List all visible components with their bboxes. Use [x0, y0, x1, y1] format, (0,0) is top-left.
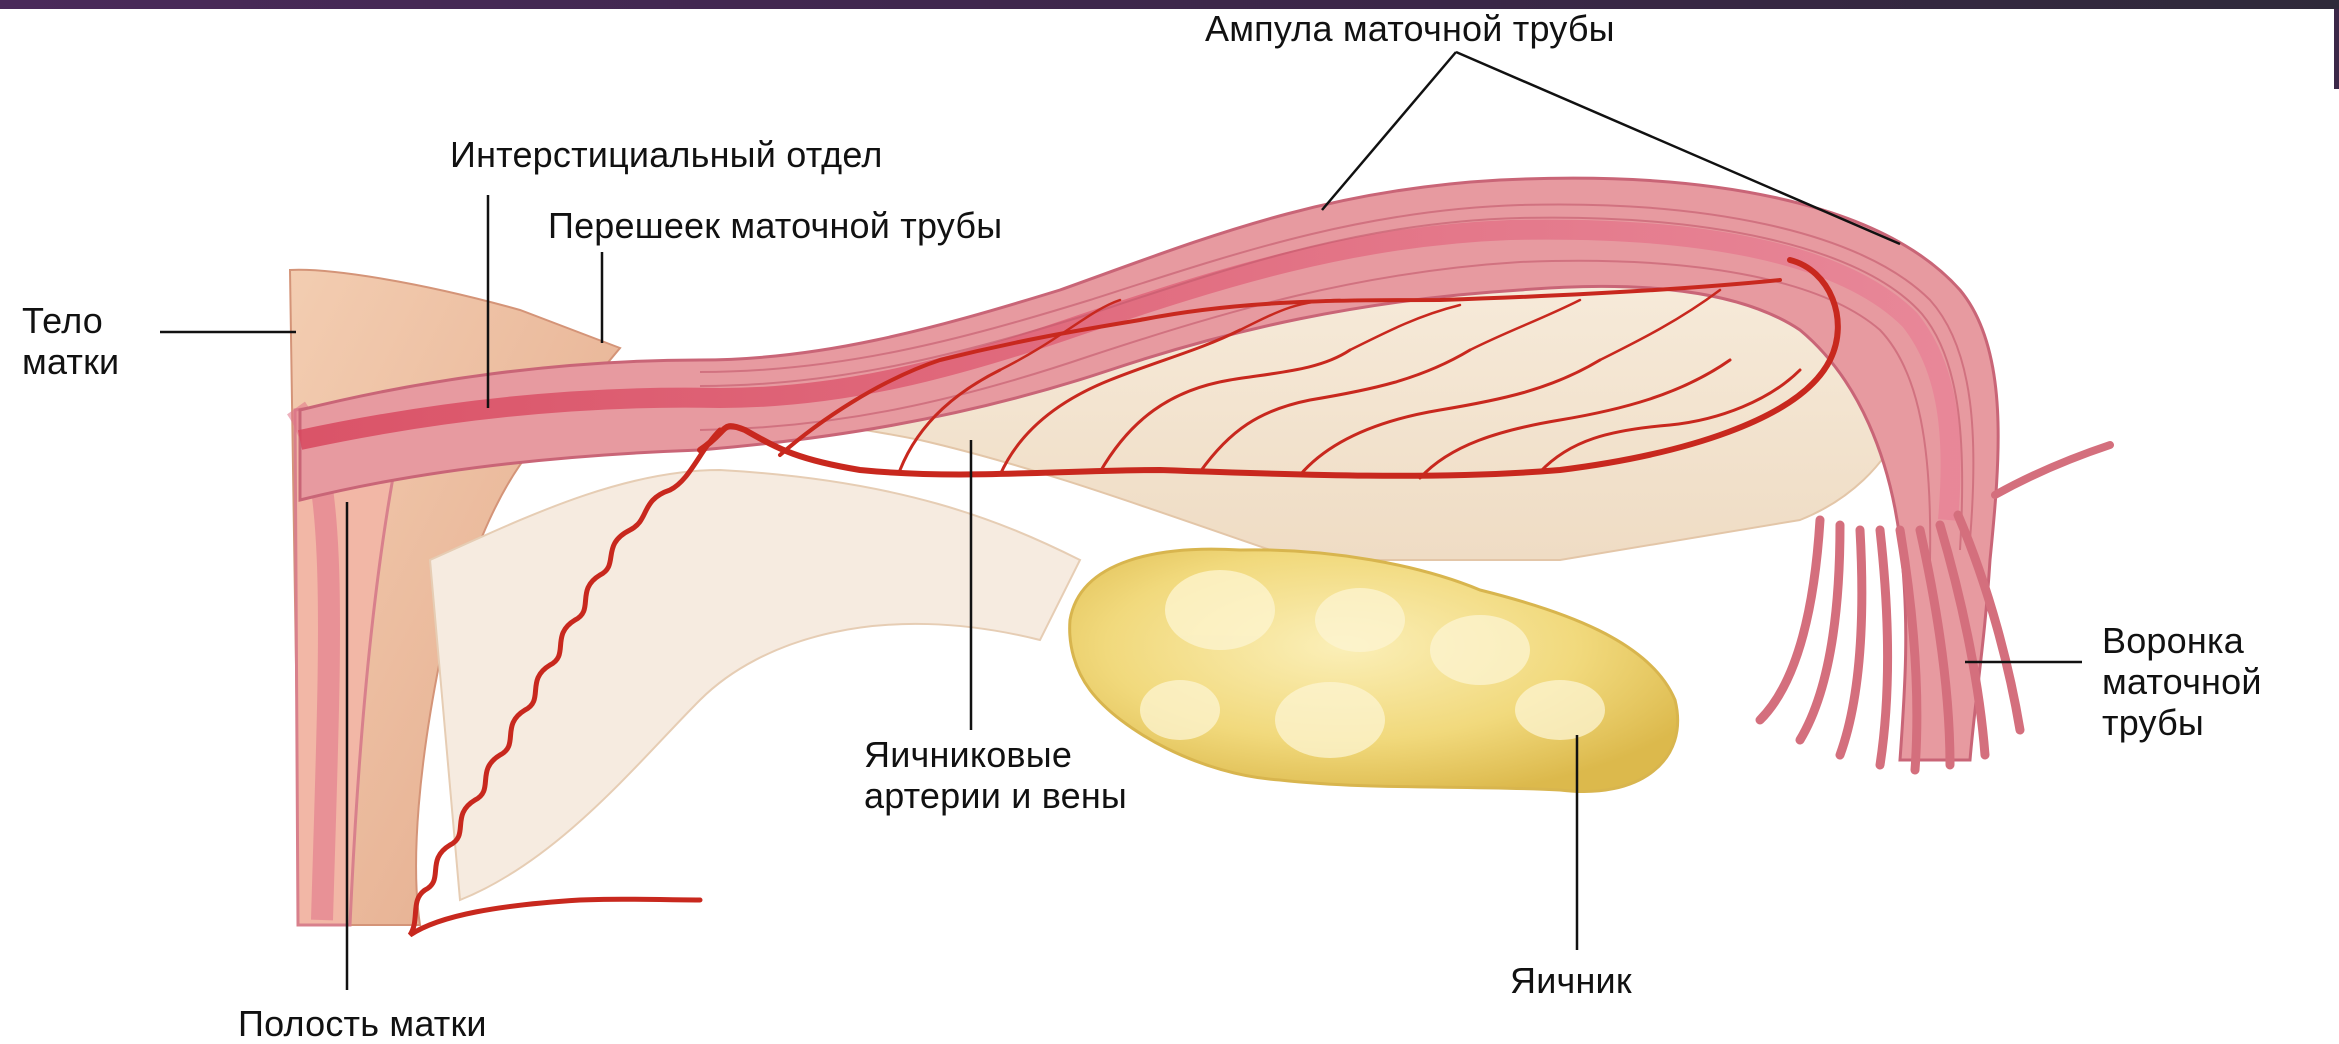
label-ovary: Яичник [1510, 960, 1632, 1001]
label-infundibulum: Воронка маточной трубы [2102, 620, 2262, 743]
lower-ligament-shape [430, 470, 1080, 900]
label-ovarian-vessels: Яичниковые артерии и вены [864, 734, 1127, 816]
ovary-shape [1070, 549, 1678, 791]
label-interstitial: Интерстициальный отдел [450, 134, 883, 175]
label-uterus-body: Тело матки [22, 300, 119, 382]
label-uterine-cavity: Полость матки [238, 1003, 487, 1044]
label-isthmus: Перешеек маточной трубы [548, 205, 1002, 246]
fimbria-tip [1995, 445, 2110, 495]
label-ampulla: Ампула маточной трубы [1205, 8, 1615, 49]
